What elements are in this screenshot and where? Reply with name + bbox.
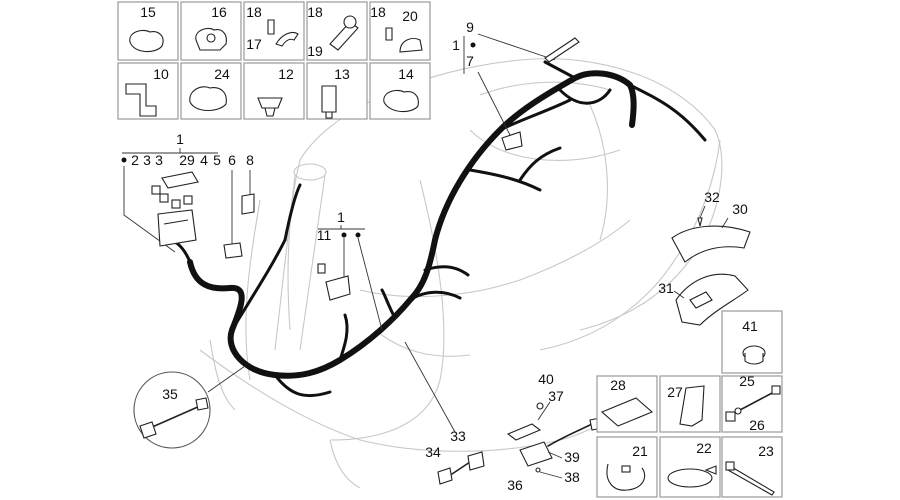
label-20: 20 [402,8,418,24]
label-1b: 1 [176,131,184,147]
label-31: 31 [658,280,674,296]
label-22: 22 [696,440,712,456]
part-box-41[interactable]: 41 [721,310,783,374]
label-32: 32 [704,189,720,205]
label-30: 30 [732,201,748,217]
label-39: 39 [564,449,580,465]
label-19: 19 [307,43,323,59]
label-9: 9 [466,19,474,35]
label-21: 21 [632,443,648,459]
label-25: 25 [739,373,755,389]
label-12: 12 [278,66,294,82]
part-36-40-group[interactable]: 40 37 39 38 36 [506,371,603,493]
label-11: 11 [317,227,332,243]
label-37: 37 [548,388,564,404]
label-23: 23 [758,443,774,459]
part-box-16[interactable]: 16 [180,1,242,61]
label-18a: 18 [246,4,262,20]
label-38: 38 [564,469,580,485]
part-box-25-26[interactable]: 25 26 [721,373,783,433]
label-40: 40 [538,371,554,387]
label-5: 5 [213,152,221,168]
label-26: 26 [749,417,765,433]
label-33: 33 [450,428,466,444]
part-box-13[interactable]: 13 [306,62,368,120]
fuse-box-group[interactable]: 1 2 3 3 29 4 5 [121,131,222,253]
label-14: 14 [398,66,414,82]
callout-group-9-1-7[interactable]: 9 1 7 [452,19,580,151]
label-28: 28 [610,377,626,393]
label-16: 16 [211,4,227,20]
label-4: 4 [200,152,208,168]
label-27: 27 [667,384,683,400]
label-15: 15 [140,4,156,20]
label-18c: 18 [370,4,386,20]
part-box-23[interactable]: 23 [721,436,783,498]
part-box-24[interactable]: 24 [180,62,242,120]
part-33-34-group[interactable]: 33 34 [404,341,485,485]
label-35: 35 [162,386,178,402]
part-box-18-19[interactable]: 18 19 [306,1,368,61]
part-box-17-18[interactable]: 18 17 [243,1,305,61]
label-3a: 3 [143,152,151,168]
part-box-27[interactable]: 27 [659,375,721,433]
part-35-detail[interactable]: 35 [133,365,246,449]
label-2: 2 [131,152,139,168]
part-6-8[interactable]: 6 8 [223,152,255,259]
part-box-14[interactable]: 14 [369,62,431,120]
label-10: 10 [153,66,169,82]
part-box-12[interactable]: 12 [243,62,305,120]
label-6: 6 [228,152,236,168]
label-18b: 18 [307,4,323,20]
part-box-10[interactable]: 10 [117,62,179,120]
label-17: 17 [246,36,262,52]
label-34: 34 [425,444,441,460]
part-30-31-32[interactable]: 32 30 31 [658,189,751,326]
label-29: 29 [179,152,195,168]
callout-group-1-11[interactable]: 1 11 [317,209,383,331]
label-41: 41 [742,318,758,334]
part-box-28[interactable]: 28 [596,375,658,433]
part-box-15[interactable]: 15 [117,1,179,61]
label-8: 8 [246,152,254,168]
label-1a: 1 [452,37,460,53]
main-wiring-harness[interactable] [173,60,707,398]
label-1c: 1 [337,209,345,225]
part-box-21[interactable]: 21 [596,436,658,498]
label-3b: 3 [155,152,163,168]
label-13: 13 [334,66,350,82]
part-box-22[interactable]: 22 [659,436,721,498]
part-box-18-20[interactable]: 18 20 [369,1,431,61]
label-36: 36 [507,477,523,493]
label-7: 7 [466,53,474,69]
label-24: 24 [214,66,230,82]
